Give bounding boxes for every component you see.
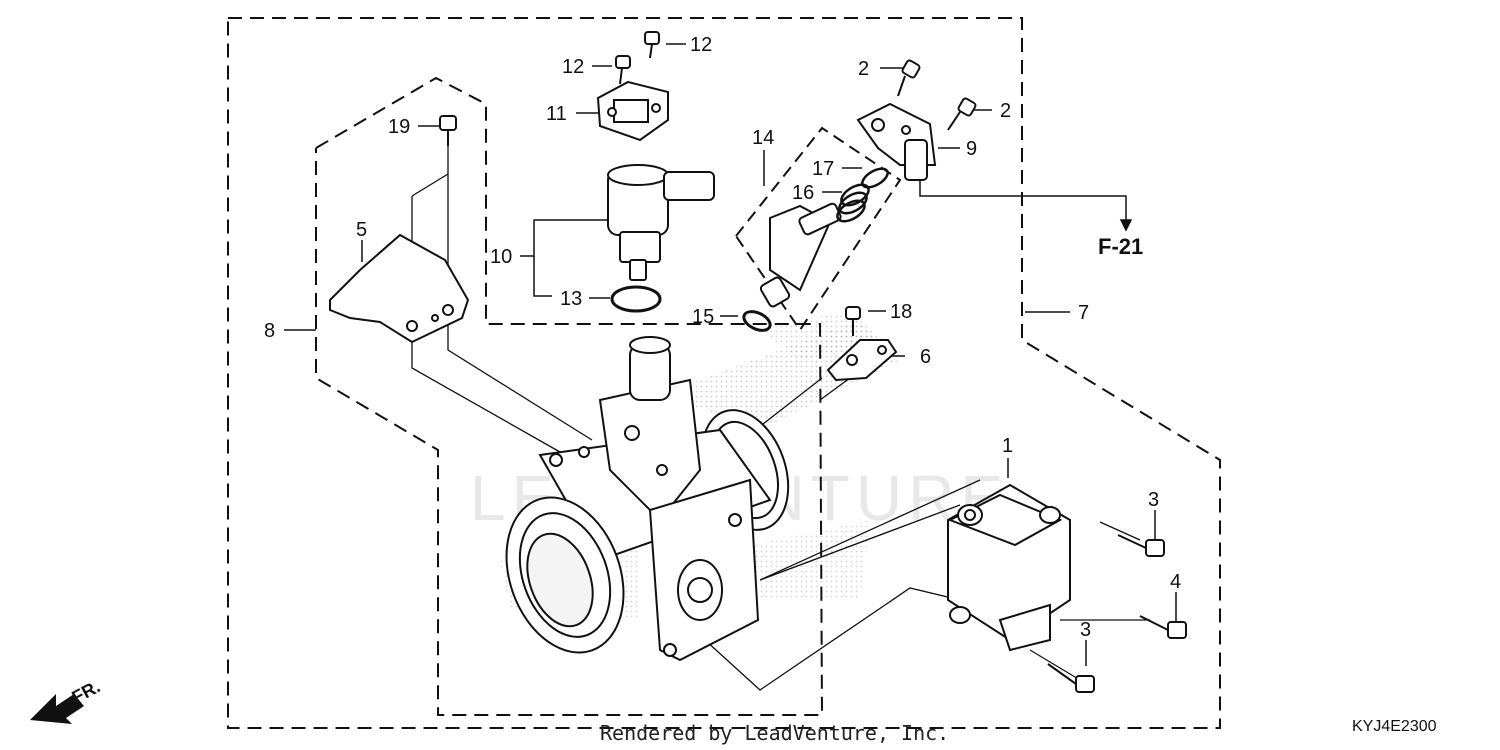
boundary-group-8 [315,76,824,716]
front-direction-arrow: FR. [30,676,103,724]
part-10-valve [607,164,715,281]
callout-11: 11 [546,103,567,125]
callout-4: 4 [1170,571,1181,593]
reference-link[interactable]: F-21 [1098,234,1143,259]
bolts [439,31,1187,693]
throttle-body [505,336,790,662]
part-15-seal [742,310,772,332]
callout-7: 7 [1078,302,1089,324]
part-9-connector [856,102,937,181]
part-17-seal [861,167,889,189]
part-14-injector [759,202,842,308]
callout-10: 10 [490,246,512,268]
callout-2b: 2 [1000,100,1011,122]
callout-16: 16 [792,182,814,204]
callout-19: 19 [388,116,410,138]
callout-14: 14 [752,127,774,149]
callout-9: 9 [966,138,977,160]
callout-13: 13 [560,288,582,310]
part-6-plate [826,339,898,382]
callout-18: 18 [890,301,912,323]
callout-6: 6 [920,346,931,368]
part-5-bracket [329,233,470,344]
callout-8: 8 [264,320,275,342]
part-1-sensor-unit [947,483,1071,652]
callout-12b: 12 [690,34,712,56]
callout-3a: 3 [1148,489,1159,511]
callouts: 1 2 2 3 3 4 5 6 7 8 9 10 11 12 12 13 14 … [264,34,1181,641]
part-13-o-ring [610,285,662,313]
callout-17: 17 [812,158,834,180]
callout-3b: 3 [1080,619,1091,641]
boundary-group-14 [734,126,902,332]
callout-1: 1 [1002,435,1013,457]
credit-text: Rendered by LeadVenture, Inc. [600,721,949,745]
part-11-plate [596,80,669,142]
boundary-group-7 [227,17,1221,729]
callout-12a: 12 [562,56,584,78]
callout-2a: 2 [858,58,869,80]
diagram-code: KYJ4E2300 [1352,718,1437,735]
callout-5: 5 [356,219,367,241]
callout-15: 15 [692,306,714,328]
